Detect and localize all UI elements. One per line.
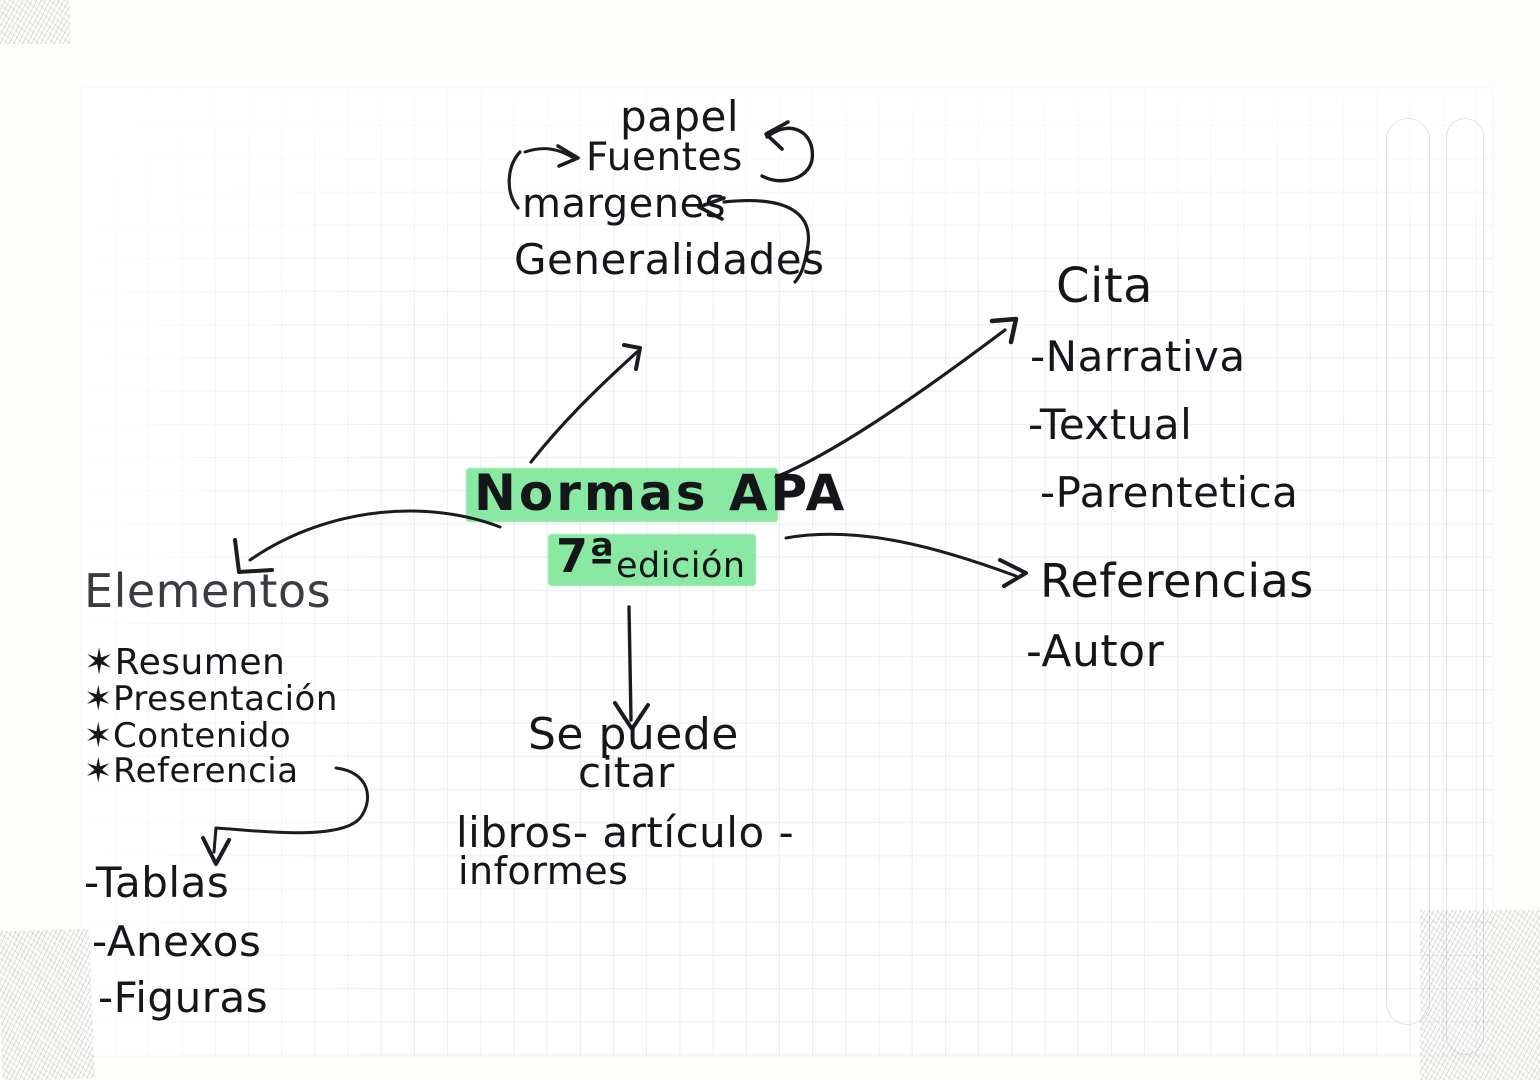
paper-edge-texture-top-left (0, 0, 70, 44)
branch-cita-item-1-label: Textual (1039, 400, 1193, 449)
branch-elementos-sub-item-1: -Anexos (92, 921, 261, 963)
branch-cita-item-0: -Narrativa (1030, 336, 1246, 378)
bullet-dash: - (1040, 468, 1056, 517)
bullet-dash: - (1028, 400, 1040, 449)
bullet-dash: - (1030, 332, 1046, 381)
page-margin-strip-inner (1386, 118, 1430, 1025)
bullet-star: ✶ (84, 716, 113, 756)
bullet-dash: - (92, 917, 107, 966)
page-margin-strip-outer (1446, 118, 1484, 1055)
branch-elementos-item-0-label: Resumen (114, 642, 286, 683)
highlight-edicion (548, 534, 756, 586)
branch-referencias-heading: Referencias (1040, 554, 1314, 608)
branch-cita-item-2: -Parentetica (1040, 472, 1298, 514)
center-node-edition-number: 7ª (556, 529, 615, 583)
branch-cita-item-1: -Textual (1028, 404, 1192, 446)
branch-referencias-item-0: -Autor (1026, 630, 1164, 674)
bullet-star: ✶ (84, 751, 113, 791)
branch-referencias-item-0-label: Autor (1041, 626, 1165, 677)
branch-bottom-items-line2: informes (458, 849, 629, 893)
branch-elementos-item-0: ✶Resumen (84, 645, 285, 681)
branch-elementos-sub-item-2-label: Figuras (113, 973, 269, 1022)
highlight-normas-apa (466, 468, 778, 522)
branch-bottom-items-line1: libros- artículo - (456, 808, 795, 857)
bullet-star: ✶ (84, 679, 113, 719)
branch-elementos-sub-item-0-label: Tablas (95, 858, 230, 907)
bullet-dash: - (84, 858, 96, 907)
branch-elementos-item-1: ✶Presentación (84, 682, 338, 716)
branch-elementos-sub-item-1-label: Anexos (106, 917, 262, 966)
branch-bottom-heading-line2: citar (578, 748, 675, 797)
bullet-dash: - (1026, 626, 1042, 677)
branch-elementos-item-3-label: Referencia (113, 751, 299, 791)
paper-edge-texture-bottom-right (1420, 910, 1540, 1080)
bullet-star: ✶ (84, 642, 115, 683)
branch-elementos-item-2-label: Contenido (113, 716, 292, 756)
branch-elementos-item-2: ✶Contenido (84, 719, 291, 753)
branch-cita-item-0-label: Narrativa (1045, 332, 1246, 381)
branch-top-item-papel: papel (620, 92, 740, 141)
branch-top-item-margenes: margenes (522, 181, 727, 227)
branch-bottom-heading-line1: Se puede (528, 709, 739, 760)
center-node-edition-word: edición (616, 546, 746, 586)
branch-elementos-sub-item-2: -Figuras (98, 977, 268, 1019)
branch-top-heading-generalidades: Generalidades (514, 235, 825, 284)
center-node-title: Normas APA (474, 464, 848, 522)
branch-elementos-item-1-label: Presentación (113, 679, 338, 719)
branch-top-item-fuentes: Fuentes (586, 135, 743, 180)
branch-elementos-item-3: ✶Referencia (84, 754, 299, 788)
bullet-dash: - (98, 973, 114, 1022)
branch-cita-heading: Cita (1056, 258, 1154, 314)
branch-elementos-sub-item-0: -Tablas (84, 862, 229, 904)
paper-edge-texture-bottom-left (0, 928, 95, 1080)
branch-cita-item-2-label: Parentetica (1055, 468, 1299, 517)
branch-elementos-heading: Elementos (84, 564, 332, 618)
